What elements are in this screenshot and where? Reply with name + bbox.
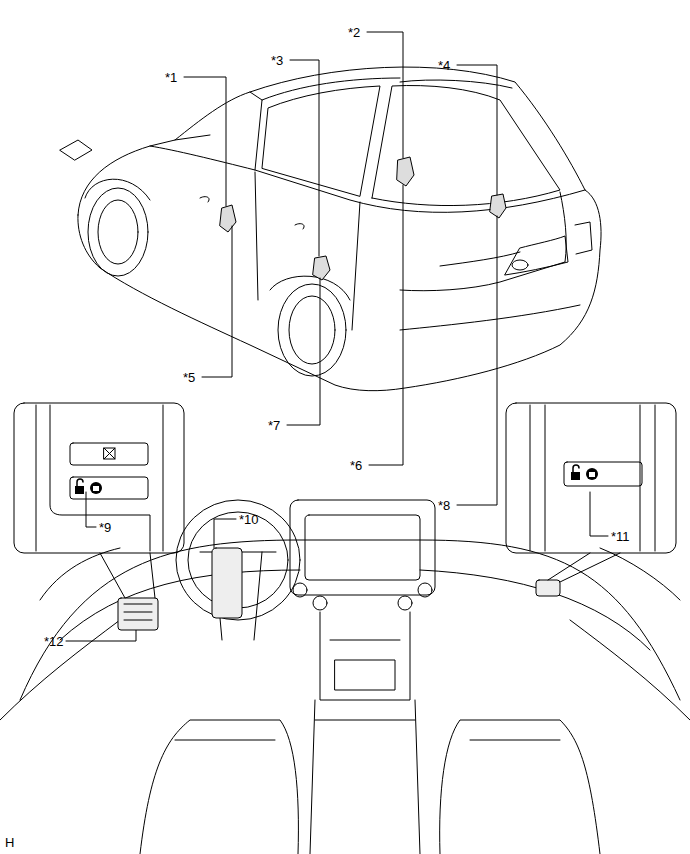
callout-number: *12 bbox=[44, 635, 64, 648]
figure-code: H bbox=[5, 836, 14, 849]
callout-number: *2 bbox=[348, 26, 360, 39]
callout-number: *7 bbox=[268, 419, 280, 432]
callout-number: *9 bbox=[99, 521, 111, 534]
car-outline bbox=[60, 67, 601, 391]
lock-symbol bbox=[75, 465, 598, 494]
interior-illustration bbox=[0, 500, 690, 854]
callout-number: *1 bbox=[165, 71, 177, 84]
callout-number: *3 bbox=[271, 54, 283, 67]
callout-number: *4 bbox=[438, 59, 450, 72]
callout-number: *6 bbox=[350, 459, 362, 472]
callout-number: *11 bbox=[611, 530, 630, 543]
door-lock-assembly bbox=[220, 157, 506, 280]
callout-number: *10 bbox=[239, 513, 259, 526]
callout-number: *5 bbox=[183, 371, 195, 384]
callout-number: *8 bbox=[438, 499, 450, 512]
switch-inset bbox=[14, 403, 676, 553]
